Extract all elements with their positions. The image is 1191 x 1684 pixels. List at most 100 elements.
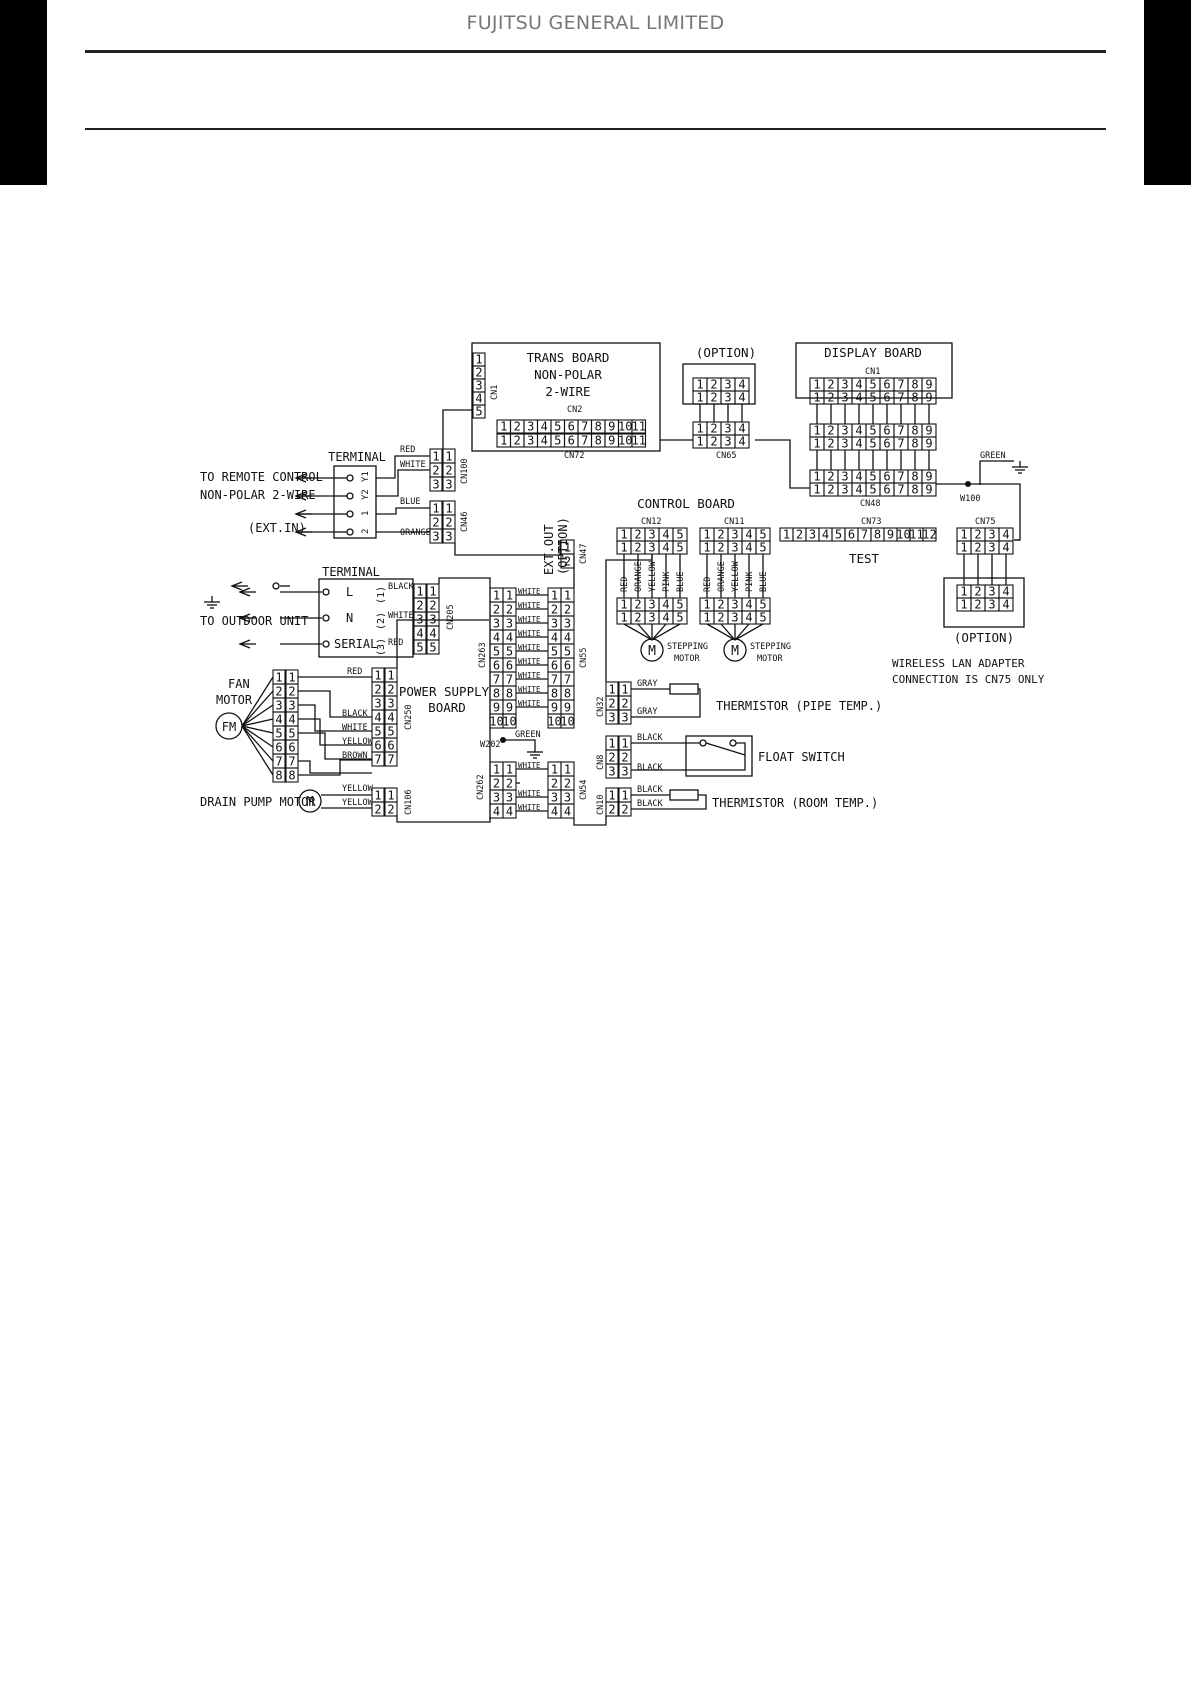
option-top-label: (OPTION) (696, 345, 756, 360)
pin-number: 9 (608, 420, 615, 434)
pin-number: 1 (564, 589, 571, 603)
pin-number: 4 (564, 631, 571, 645)
pin-number: 8 (595, 434, 602, 448)
drain-pump-label: DRAIN PUMP MOTOR (200, 795, 316, 809)
cn75-label: CN75 (975, 517, 995, 527)
pin-number: 5 (506, 645, 513, 659)
pin-number: 1 (703, 541, 710, 555)
pin-number: 4 (855, 437, 862, 451)
cn262-label: CN262 (476, 774, 486, 800)
pin-number: 4 (288, 713, 295, 727)
control-board-title: CONTROL BOARD (637, 496, 735, 511)
pin-number: 3 (731, 611, 738, 625)
pin-number: 2 (387, 683, 394, 697)
thermistor-pipe-label: THERMISTOR (PIPE TEMP.) (716, 699, 882, 713)
pin-number: 1 (288, 671, 295, 685)
pin-number: 10 (896, 528, 910, 542)
cn32-a-pin-cell (605, 709, 619, 725)
pin-number: 3 (551, 617, 558, 631)
pin-number: 4 (564, 805, 571, 819)
pin-number: 3 (988, 598, 995, 612)
terminal-2-mark: SERIAL (334, 637, 377, 651)
power-supply-title: POWER SUPPLY (399, 684, 490, 699)
pin-number: 2 (416, 599, 423, 613)
pin-number: 3 (648, 541, 655, 555)
pin-number: 7 (897, 437, 904, 451)
cn46-a-pin-cell (429, 528, 443, 544)
fan-motor-lead (241, 725, 274, 748)
pin-number: 5 (759, 598, 766, 612)
pin-number: 3 (564, 791, 571, 805)
pin-number: 4 (662, 528, 669, 542)
fan-motor-lead (241, 725, 274, 762)
pin-number: 2 (429, 599, 436, 613)
pin-number: 2 (445, 464, 452, 478)
remote-wire (376, 455, 430, 479)
pin-number: 2 (717, 598, 724, 612)
cn205-b-pin-cell (426, 639, 440, 655)
pin-number: 1 (696, 422, 703, 436)
pin-number: 5 (288, 727, 295, 741)
pin-number: 6 (568, 420, 575, 434)
pin-number: 2 (621, 697, 628, 711)
cn46-label: CN46 (460, 512, 470, 532)
cn65-label: CN65 (716, 451, 736, 461)
pin-number: 4 (493, 805, 500, 819)
pin-number: 6 (493, 659, 500, 673)
wire-color-black: BLACK (637, 763, 663, 773)
pin-number: 4 (738, 391, 745, 405)
pin-number: 6 (551, 659, 558, 673)
cn106-b-pin-cell (384, 801, 398, 817)
cn72-label: CN72 (564, 451, 584, 461)
pin-number: 4 (551, 805, 558, 819)
pin-number: 5 (416, 641, 423, 655)
thermistor-pipe-symbol (669, 683, 699, 695)
pin-number: 2 (374, 803, 381, 817)
pin-number: 7 (288, 755, 295, 769)
fan-motor-lead (241, 718, 274, 727)
pin-number: 5 (554, 420, 561, 434)
terminal-1-block (333, 465, 377, 539)
trans-board (471, 342, 661, 452)
power-supply-title: BOARD (428, 700, 466, 715)
pin-number: 3 (527, 420, 534, 434)
step-wire-color: PINK (662, 571, 672, 592)
pin-number: 2 (564, 555, 571, 569)
pin-number: 10 (489, 715, 503, 729)
pin-number: 3 (608, 765, 615, 779)
stepping-label: MOTOR (757, 654, 783, 664)
pin-number: 4 (493, 631, 500, 645)
pin-number: 1 (275, 671, 282, 685)
cn250-b-pin-cell (384, 751, 398, 767)
pin-number: 1 (703, 611, 710, 625)
pin-number: 7 (275, 755, 282, 769)
fan-wire-color: WHITE (342, 723, 368, 733)
pin-number: 1 (608, 789, 615, 803)
pin-number: 5 (835, 528, 842, 542)
stepping-label: MOTOR (674, 654, 700, 664)
pin-number: 5 (759, 528, 766, 542)
ext-in-label: (EXT.IN) (248, 521, 306, 535)
pin-number: 2 (387, 803, 394, 817)
stepping-motor-lead (651, 623, 667, 641)
cn54-sensor-link (573, 816, 607, 826)
wire-color-black: BLACK (637, 733, 663, 743)
stepping-motor-lead (623, 623, 653, 641)
pin-number: 5 (374, 725, 381, 739)
pin-number: 2 (493, 777, 500, 791)
fan-wire-color: YELLOW (342, 737, 374, 747)
display-board (795, 342, 953, 399)
wire-color-white: WHITE (518, 615, 541, 624)
wire-color-white: WHITE (518, 657, 541, 666)
cn106-link (396, 815, 491, 823)
cn54-b-pin-cell (560, 803, 575, 819)
pin-number: 7 (581, 434, 588, 448)
pin-number: 3 (432, 530, 439, 544)
pin-number: 11 (632, 434, 646, 448)
pin-number: 9 (925, 424, 932, 438)
thermistor-room-label: THERMISTOR (ROOM TEMP.) (712, 796, 878, 810)
pin-number: 5 (275, 727, 282, 741)
pin-number: 1 (696, 378, 703, 392)
cn11-label: CN11 (724, 517, 744, 527)
fan-wire (298, 760, 372, 774)
